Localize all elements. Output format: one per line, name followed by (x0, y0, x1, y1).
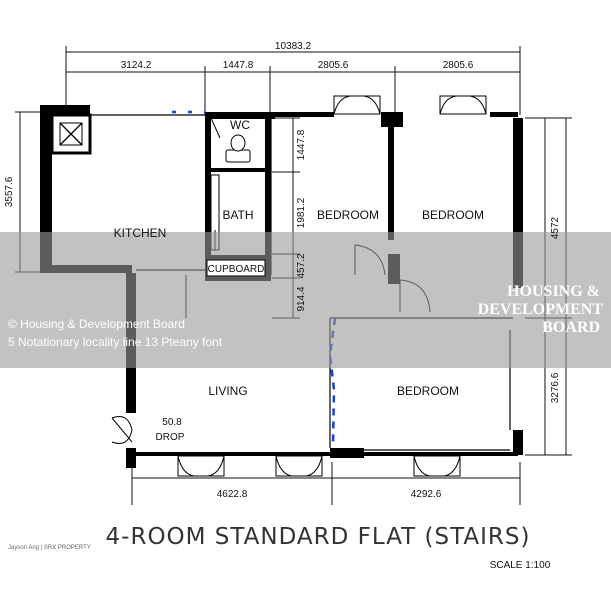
windows-top (333, 95, 487, 115)
drop-label: DROP (156, 432, 185, 443)
room-label-living: LIVING (208, 384, 247, 398)
logo-line-2: DEVELOPMENT (478, 301, 604, 318)
plan-scale: SCALE 1:100 (490, 560, 551, 571)
watermark-copyright: © Housing & Development Board (8, 317, 185, 331)
room-label-cupboard: CUPBOARD (208, 264, 265, 275)
dim-top-3: 2805.6 (318, 60, 349, 71)
dim-bath-height: 1981.2 (296, 197, 307, 228)
hdb-logo-text: HOUSING & DEVELOPMENT BOARD (478, 283, 604, 336)
bath-fixtures (210, 117, 221, 251)
cupboard-box (206, 259, 266, 277)
room-label-bedroom-3: BEDROOM (397, 384, 459, 398)
plan-title: 4-ROOM STANDARD FLAT (STAIRS) (106, 524, 531, 550)
dim-corridor: 914.4 (296, 286, 307, 311)
watermark-notice: 5 Notationary locality line 13 Pteany fo… (8, 335, 223, 349)
dim-left: 3557.6 (4, 176, 15, 207)
watermark-band (0, 232, 611, 368)
logo-line-1: HOUSING & (507, 283, 600, 300)
dim-right-upper: 4572 (550, 216, 561, 239)
dim-right-lower: 3276.6 (550, 372, 561, 403)
logo-line-3: BOARD (542, 319, 600, 336)
toilet (225, 134, 251, 163)
drop-value: 50.8 (162, 417, 182, 428)
windows-bottom (177, 455, 461, 477)
dim-top-4: 2805.6 (443, 60, 474, 71)
dim-total-width: 10383.2 (275, 41, 312, 52)
dim-top-1: 3124.2 (121, 60, 152, 71)
photo-credit: Jayson Ang | SRX PROPERTY (8, 545, 91, 551)
lift-shaft (50, 113, 92, 155)
dim-bottom-1: 4622.8 (217, 489, 248, 500)
room-label-bath: BATH (222, 208, 253, 222)
dim-top-2: 1447.8 (223, 60, 254, 71)
room-label-wc: WC (230, 118, 250, 132)
dim-bottom-2: 4292.6 (411, 489, 442, 500)
dim-cupboard-height: 457.2 (296, 253, 307, 278)
room-label-bedroom-2: BEDROOM (422, 208, 484, 222)
room-label-bedroom-1: BEDROOM (317, 208, 379, 222)
room-label-kitchen: KITCHEN (114, 226, 167, 240)
dim-wc-height: 1447.8 (296, 129, 307, 160)
